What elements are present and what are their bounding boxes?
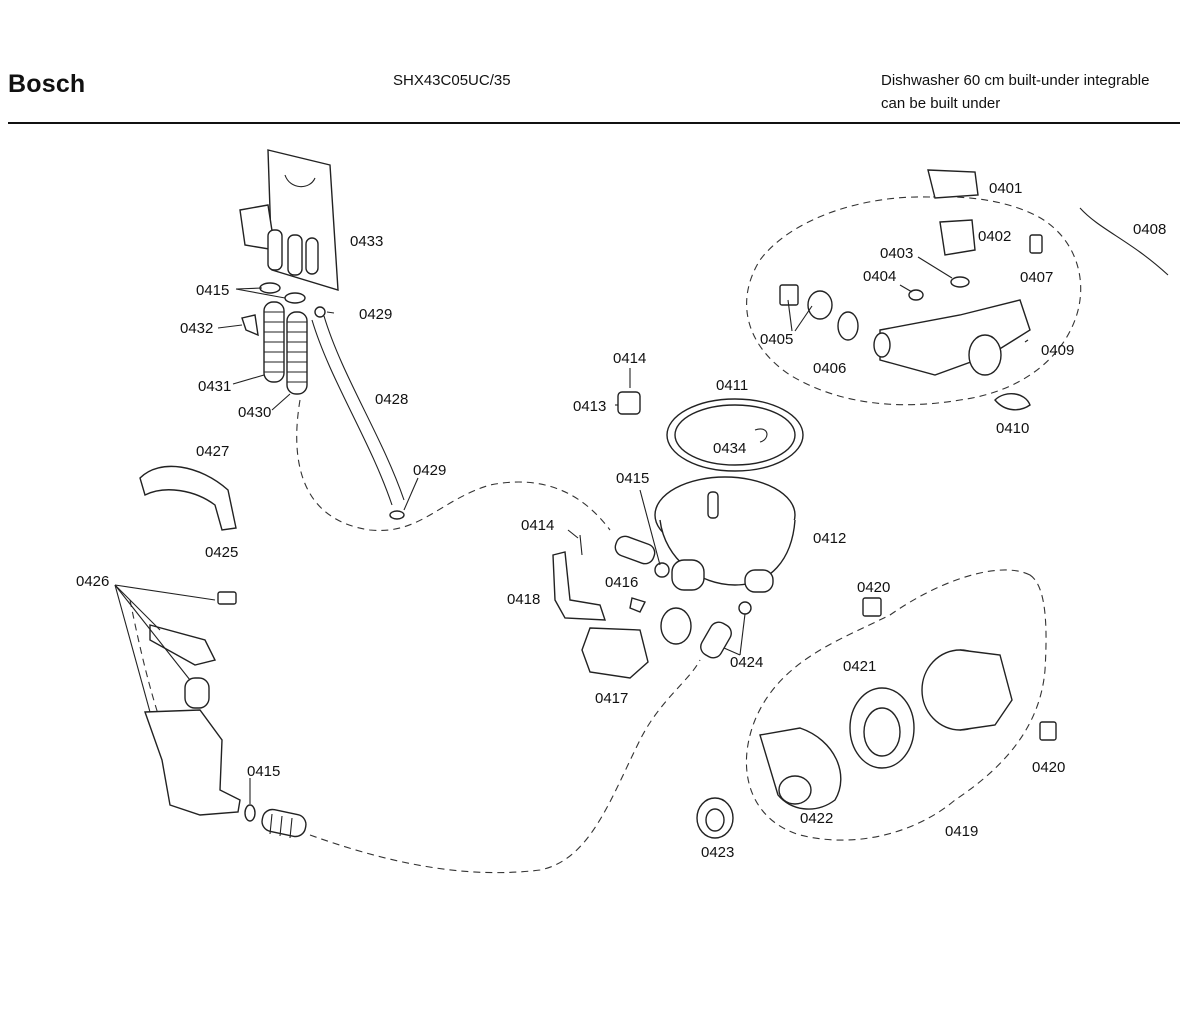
label-0404: 0404: [863, 268, 896, 285]
part-0426-cylinder: [184, 677, 210, 709]
label-0419: 0419: [945, 823, 978, 840]
model-number: SHX43C05UC/35: [393, 72, 511, 89]
part-0431-corrugated-hose: [263, 301, 285, 383]
label-0410: 0410: [996, 420, 1029, 437]
part-0422-pump-cover: [759, 727, 842, 810]
label-0434: 0434: [713, 440, 746, 457]
label-0423: 0423: [701, 844, 734, 861]
part-0410-clamp: [994, 393, 1031, 411]
label-0427: 0427: [196, 443, 229, 460]
label-0425: 0425: [205, 544, 238, 561]
product-description-line2: can be built under: [881, 95, 1001, 112]
assembly-0419-boundary: [745, 569, 1047, 841]
label-0401: 0401: [989, 180, 1022, 197]
label-0431: 0431: [198, 378, 231, 395]
part-0415-seal-ring-top-left: [259, 282, 281, 294]
part-0429-clamp-top: [314, 306, 326, 318]
part-0413-bracket: [617, 391, 641, 415]
label-0415-top: 0415: [196, 282, 229, 299]
part-0432-clip: [241, 314, 259, 337]
part-0420-clip-right: [1039, 721, 1057, 741]
label-0418: 0418: [507, 591, 540, 608]
product-description-line1: Dishwasher 60 cm built-under integrable: [881, 72, 1150, 89]
part-0401-cap: [927, 169, 979, 199]
header-divider: [8, 122, 1180, 124]
part-0415-ring-sump: [654, 562, 670, 578]
part-0433-container: [239, 149, 339, 291]
part-drain-corrugated-connector: [261, 808, 307, 839]
label-0405: 0405: [760, 331, 793, 348]
part-0403-seal: [950, 276, 970, 288]
label-0426: 0426: [76, 573, 109, 590]
label-0430: 0430: [238, 404, 271, 421]
label-0415-sump: 0415: [616, 470, 649, 487]
part-0406-seal-ring: [837, 311, 859, 341]
part-0423-grommet: [696, 797, 734, 839]
label-0421: 0421: [843, 658, 876, 675]
label-0413: 0413: [573, 398, 606, 415]
label-0429-top: 0429: [359, 306, 392, 323]
part-0408-wire: [1079, 207, 1169, 276]
part-0425: [217, 591, 237, 605]
part-0434-hook: [754, 428, 768, 443]
label-0407: 0407: [1020, 269, 1053, 286]
part-0434-filter-ring: [674, 404, 796, 466]
label-0412: 0412: [813, 530, 846, 547]
label-0416: 0416: [605, 574, 638, 591]
label-0415-lower: 0415: [247, 763, 280, 780]
part-0427-cover: [139, 465, 237, 531]
part-0421-impeller-housing: [849, 687, 915, 769]
label-0422: 0422: [800, 810, 833, 827]
label-0414-top: 0414: [613, 350, 646, 367]
label-0428: 0428: [375, 391, 408, 408]
drain-hose-route-lower: [309, 659, 701, 874]
leader-lines: [114, 256, 1029, 804]
part-0402-sensor: [939, 219, 976, 256]
part-0414-screw-lower: [579, 534, 583, 556]
label-0420-right: 0420: [1032, 759, 1065, 776]
label-0411: 0411: [716, 377, 748, 394]
part-0418-bracket: [552, 551, 606, 621]
part-0409-water-switch: [873, 299, 1031, 376]
part-0405-valve: [779, 284, 833, 320]
part-0415-seal-ring-top-right: [284, 292, 306, 304]
drain-hose-route-upper: [296, 399, 611, 532]
label-0417: 0417: [595, 690, 628, 707]
part-0407-connector: [1029, 234, 1043, 254]
label-0408: 0408: [1133, 221, 1166, 238]
label-0414-lower: 0414: [521, 517, 554, 534]
part-0428-hose: [311, 315, 405, 506]
label-0406: 0406: [813, 360, 846, 377]
label-0420-top: 0420: [857, 579, 890, 596]
part-0426-bracket: [149, 624, 217, 666]
brand-name: Bosch: [8, 70, 86, 98]
part-0415-corrugated-tube: [614, 535, 656, 565]
part-0404-seal: [908, 289, 924, 301]
part-0424-ring: [738, 601, 752, 615]
label-0402: 0402: [978, 228, 1011, 245]
part-0417-valve: [581, 627, 649, 679]
part-0412-sump: [654, 476, 796, 593]
part-0416-clip: [629, 597, 646, 613]
part-0416-ring: [660, 607, 692, 645]
label-0429-bottom: 0429: [413, 462, 446, 479]
part-0430-corrugated-hose: [286, 311, 308, 395]
assembly-0426-link: [129, 599, 161, 721]
label-0432: 0432: [180, 320, 213, 337]
assembly-0409-boundary: [746, 196, 1082, 406]
label-0424: 0424: [730, 654, 763, 671]
label-0433: 0433: [350, 233, 383, 250]
part-0426-pump-housing: [144, 709, 241, 816]
part-0424-corrugated-tube: [700, 621, 732, 659]
part-0415-seal-ring-lower: [244, 804, 256, 822]
part-0420-clip-top: [862, 597, 882, 617]
label-0409: 0409: [1041, 342, 1074, 359]
label-0403: 0403: [880, 245, 913, 262]
part-circulation-motor: [921, 649, 1013, 731]
part-0429-clamp-bottom: [389, 510, 405, 520]
